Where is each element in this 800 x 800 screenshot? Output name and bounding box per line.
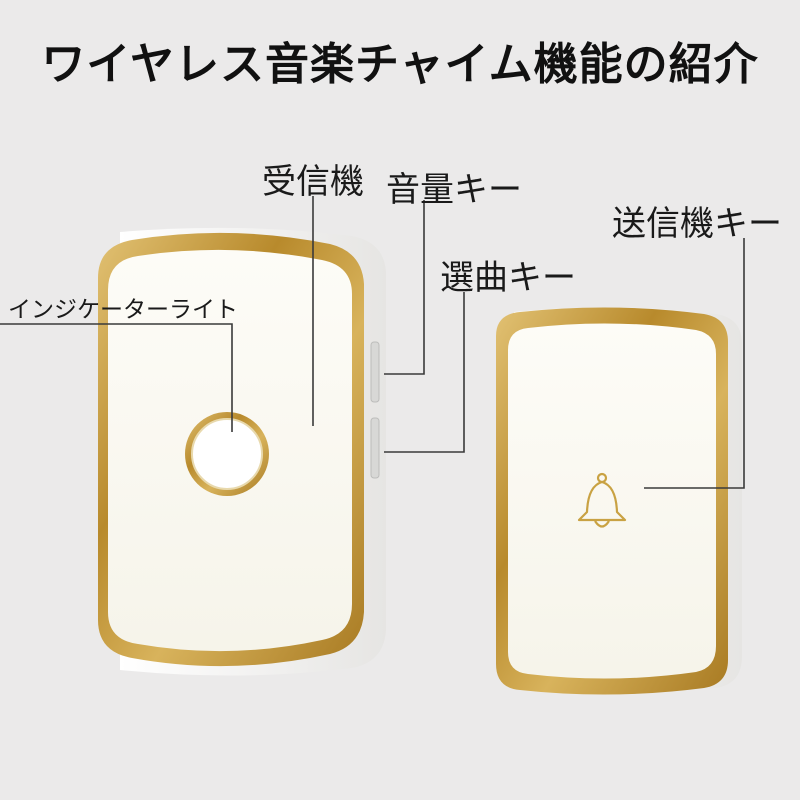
page-title: ワイヤレス音楽チャイム機能の紹介 [41,39,759,90]
leader-lines [0,196,745,489]
receiver-device [98,227,386,676]
volume-key-button [370,341,380,403]
receiver-label: 受信機 [262,162,364,202]
indicator-light-label: インジケーターライト [8,297,238,323]
select-key-button [370,417,380,479]
select-key-label: 選曲キー [440,258,576,298]
transmitter-device [496,307,742,695]
bell-icon [577,472,627,528]
indicator-light [191,418,263,490]
volume-key-leader-line [384,200,425,375]
indicator-leader-line [0,323,233,432]
volume-key-label: 音量キー [386,170,522,210]
transmitter-face [508,323,716,679]
select-key-leader-line [384,292,465,453]
transmitter-key-leader-line [644,238,745,489]
transmitter-key-label: 送信機キー [612,204,782,244]
